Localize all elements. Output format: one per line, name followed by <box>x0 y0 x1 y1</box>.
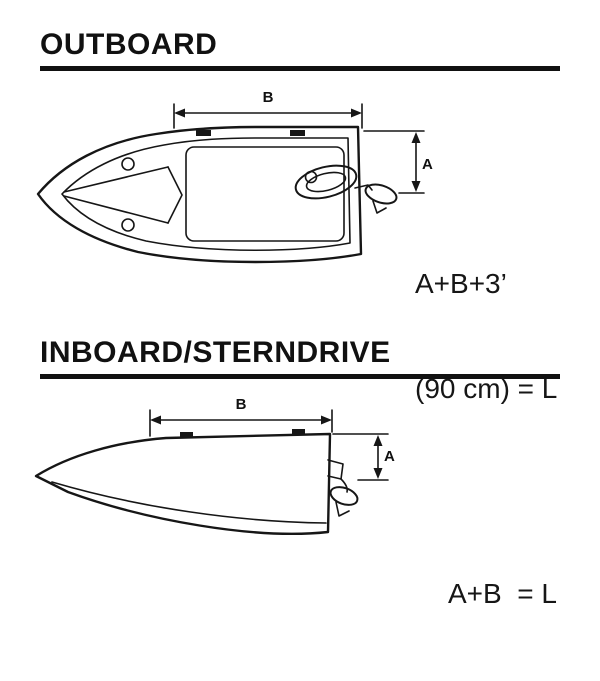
inboard-dimension-a: A <box>332 433 395 481</box>
arrowhead-left-icon <box>150 415 161 425</box>
arrowhead-up-icon <box>411 132 421 143</box>
chine-line <box>51 481 327 524</box>
motor-lower-unit <box>364 183 398 205</box>
arrowhead-right-icon <box>351 108 362 118</box>
deck-hatch-circle <box>121 218 135 232</box>
inboard-dimension-b: B <box>149 396 333 437</box>
bow-bulkhead-line <box>167 166 183 224</box>
outer-hull-outline <box>36 125 363 264</box>
outboard-motor <box>294 164 398 214</box>
arrowhead-down-icon <box>411 181 421 192</box>
motor-bracket <box>354 184 373 191</box>
cleat-fitting <box>290 130 305 136</box>
inboard-section-title: INBOARD/STERNDRIVE <box>40 336 391 369</box>
inboard-divider-rule <box>40 374 560 379</box>
cleat-fitting <box>196 130 211 136</box>
arrowhead-left-icon <box>174 108 185 118</box>
arrowhead-up-icon <box>373 435 383 446</box>
outboard-divider-rule <box>40 66 560 71</box>
outboard-dimension-a: A <box>363 130 433 194</box>
outboard-boat-top-view-drawing: B <box>36 89 433 264</box>
bow-deck-line-bottom <box>63 195 169 224</box>
sterndrive-unit <box>327 459 359 517</box>
outboard-formula: A+B+3’ (90 cm) = L <box>415 196 557 476</box>
drive-lower-unit <box>329 486 359 506</box>
arrowhead-right-icon <box>321 415 332 425</box>
outboard-dimension-a-label: A <box>422 156 433 173</box>
inner-gunwale-outline <box>61 137 351 252</box>
inboard-hull <box>34 429 332 535</box>
drive-transom-bracket <box>327 459 344 480</box>
inboard-boat-side-view-drawing: B A <box>34 396 395 535</box>
cleat-fitting <box>292 429 305 434</box>
boat-cover-measuring-diagram: OUTBOARD B <box>34 28 560 609</box>
cleat-fitting <box>180 432 193 437</box>
arrowhead-down-icon <box>373 468 383 479</box>
inboard-dimension-b-label: B <box>236 396 247 413</box>
motor-cowling <box>294 164 358 200</box>
motor-cowling-seam <box>305 171 347 193</box>
drive-skeg-fin <box>335 501 350 517</box>
cockpit-outline <box>185 146 345 242</box>
drive-shaft <box>340 478 349 493</box>
inboard-formula-line: A+B = L <box>448 578 557 609</box>
hull-profile-outline <box>34 432 332 535</box>
outboard-hull <box>36 125 363 264</box>
deck-hatch-circle <box>121 157 135 171</box>
motor-skeg-fin <box>372 200 387 214</box>
inboard-formula: A+B = L <box>448 506 557 681</box>
outboard-dimension-b-label: B <box>263 89 274 106</box>
outboard-section-title: OUTBOARD <box>40 28 218 61</box>
bow-deck-line-top <box>63 166 169 193</box>
outboard-formula-line1: A+B+3’ <box>415 268 507 299</box>
motor-cap <box>304 170 318 184</box>
outboard-dimension-b: B <box>173 89 363 129</box>
inboard-dimension-a-label: A <box>384 448 395 465</box>
